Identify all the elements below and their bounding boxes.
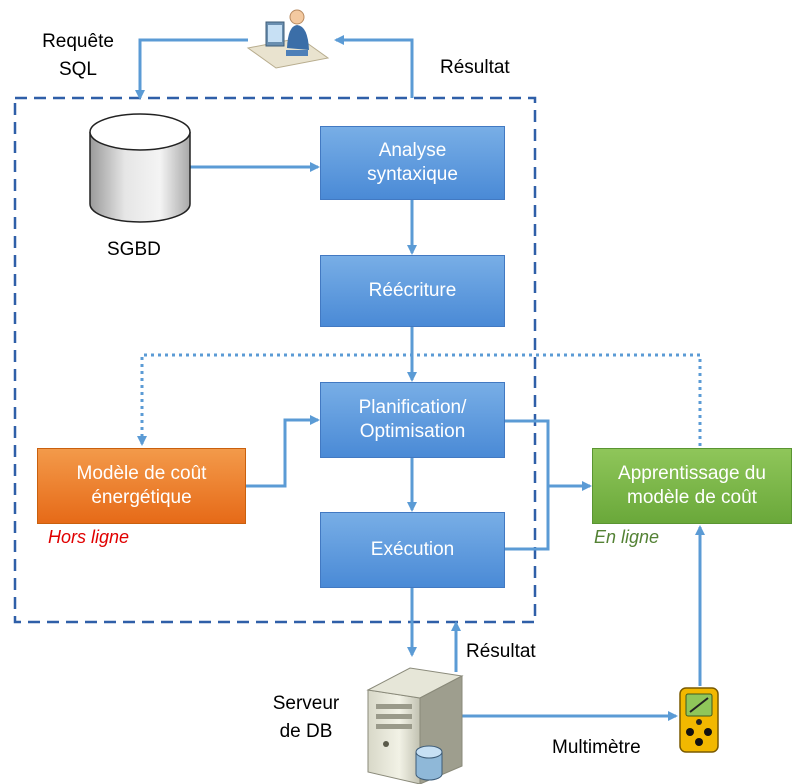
arrow-planif-apprent [505,419,550,486]
box-planification: Planification/ Optimisation [320,382,505,458]
label-sgbd: SGBD [107,239,161,260]
label-requete-line2: SQL [58,59,98,80]
box-analyse-syntaxique: Analyse syntaxique [320,126,505,200]
label-hors-ligne: Hors ligne [48,527,130,547]
box-apprent-line2: modèle de coût [627,487,757,508]
box-analyse-line2: syntaxique [367,164,458,185]
box-apprent-line1: Apprentissage du [618,463,766,484]
box-reecriture-label: Réécriture [368,280,457,301]
label-serveur-line2: de DB [279,721,333,742]
box-apprentissage: Apprentissage du modèle de coût [592,448,792,524]
box-execution: Exécution [320,512,505,588]
database-cylinder-icon [89,113,191,223]
box-modele-line1: Modèle de coût [76,463,207,484]
label-en-ligne: En ligne [594,527,660,547]
arrow-request [135,38,248,100]
box-reecriture: Réécriture [320,255,505,327]
label-resultat-bottom: Résultat [466,641,536,662]
multimeter-icon [679,687,719,753]
arrow-execution-apprent [505,481,592,551]
box-execution-label: Exécution [370,539,455,560]
box-analyse-line1: Analyse [378,140,447,161]
arrow-result-top [334,35,414,98]
label-serveur-line1: Serveur [272,693,340,714]
label-requete-sql: Requête SQL [28,30,128,82]
box-planif-line1: Planification/ [358,397,467,418]
arrow-feedback-dotted [137,353,702,446]
box-modele-line2: énergétique [91,487,192,508]
user-at-computer-icon [246,9,330,69]
box-modele-energetique: Modèle de coût énergétique [37,448,246,524]
server-tower-icon [366,667,464,784]
box-planif-line2: Optimisation [359,421,466,442]
label-multimetre: Multimètre [552,737,641,758]
arrow-modele-planif [246,415,320,488]
label-requete-line1: Requête [42,31,114,52]
label-serveur-db: Serveur de DB [256,692,356,744]
label-resultat-top: Résultat [440,57,510,78]
system-boundary [13,96,537,624]
